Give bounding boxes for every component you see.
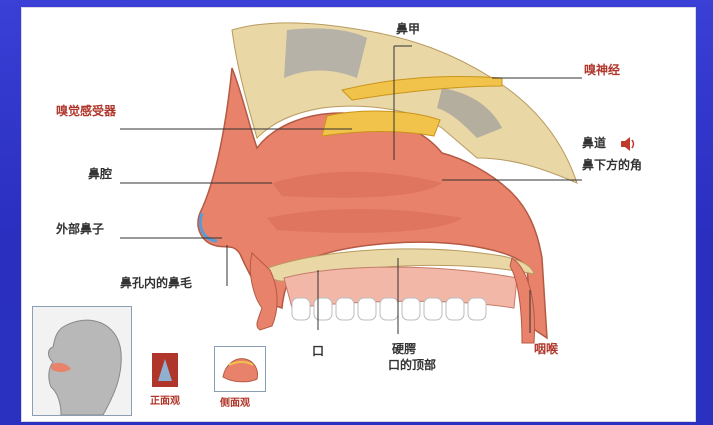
front-view-button[interactable] [152,353,178,387]
diagram-panel: 鼻甲 嗅神经 嗅觉感受器 鼻腔 外部鼻子 鼻孔内的鼻毛 口 硬腭 口的顶部 咽喉… [22,8,695,421]
speaker-icon[interactable] [620,136,636,150]
label-hard-palate: 硬腭 [392,342,416,356]
label-nostril-hair: 鼻孔内的鼻毛 [120,276,192,290]
label-mouth: 口 [312,344,324,358]
front-view-caption: 正面观 [150,392,180,407]
label-throat: 咽喉 [534,342,558,356]
label-lower-nasal-angle: 鼻下方的角 [582,158,642,172]
label-nasal-passage: 鼻道 [582,136,606,150]
side-view-button[interactable] [214,346,266,392]
label-olfactory-receptor: 嗅觉感受器 [56,104,116,118]
side-view-caption: 侧面观 [220,394,250,409]
label-mouth-roof: 口的顶部 [388,358,436,372]
label-olfactory-nerve: 嗅神经 [584,63,620,77]
label-nasal-cavity: 鼻腔 [88,167,112,181]
label-nasal-concha: 鼻甲 [396,22,420,36]
head-thumbnail[interactable] [32,306,132,416]
label-external-nose: 外部鼻子 [56,222,104,236]
